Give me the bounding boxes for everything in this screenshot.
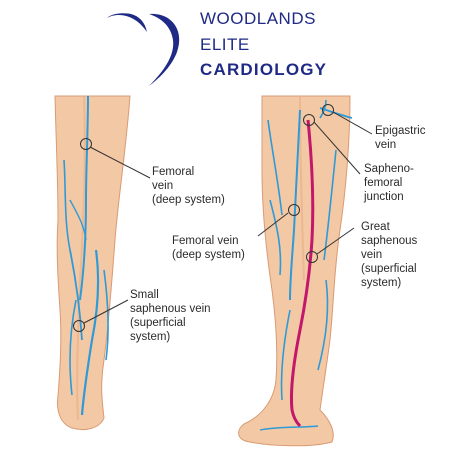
label-epigastric-vein: Epigastric vein <box>375 125 426 151</box>
right-deep-femoral-vein <box>289 109 301 301</box>
brand-name-line-1: WOODLANDS <box>200 9 316 28</box>
left-leg <box>54 95 131 431</box>
label-femoral-vein-left: Femoral vein (deep system) <box>152 166 225 206</box>
left-deep-femoral-vein <box>79 95 89 301</box>
left-small-saphenous-vein <box>80 249 100 416</box>
label-small-saphenous-vein: Small saphenous vein (superficial system… <box>130 289 211 343</box>
right-leg <box>238 95 353 447</box>
brand-name-line-2: ELITE <box>200 35 250 54</box>
callout-lines <box>73 104 373 332</box>
heart-swoosh-logo-icon <box>107 13 180 86</box>
label-saphenofemoral-junction: Sapheno- femoral junction <box>364 163 414 203</box>
brand-name-line-3: CARDIOLOGY <box>200 60 328 79</box>
right-leg-skin <box>238 95 351 447</box>
great-saphenous-vein <box>290 119 315 428</box>
label-femoral-vein-right: Femoral vein (deep system) <box>172 235 245 261</box>
label-great-saphenous-vein: Great saphenous vein (superficial system… <box>361 221 418 289</box>
left-leg-skin <box>54 95 131 431</box>
